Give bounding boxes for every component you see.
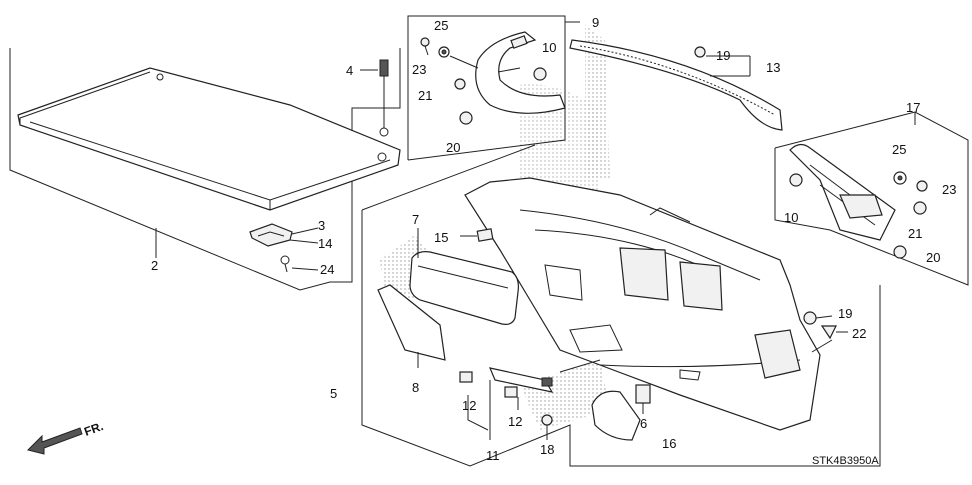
- callout-label: 17: [906, 100, 920, 115]
- callout-label: 21: [908, 226, 922, 241]
- callout-label: 16: [662, 436, 676, 451]
- callout-label: 9: [592, 15, 599, 30]
- callout-label: 14: [318, 236, 332, 251]
- callout-label: 2: [151, 258, 158, 273]
- handle-part: [459, 359, 601, 440]
- part5-group-outline: [361, 144, 881, 467]
- callout-label: 12: [462, 398, 476, 413]
- rear-garnish-strip-part: [569, 39, 783, 131]
- callout-label: 10: [784, 210, 798, 225]
- side-pillar-trim-part: [789, 143, 896, 241]
- callout-label: 22: [852, 326, 866, 341]
- screw-18-part: [541, 414, 553, 440]
- callout-label: 21: [418, 88, 432, 103]
- tray-strap-part: [360, 59, 389, 137]
- pillar-trim-part: [475, 31, 566, 114]
- callout-label: 25: [892, 142, 906, 157]
- clip-set-right: [803, 311, 848, 353]
- callout-label: 23: [942, 182, 956, 197]
- callout-label: 11: [486, 448, 500, 463]
- tray-bracket-part: [249, 223, 319, 247]
- clip-15-part: [460, 228, 494, 242]
- side-cover-part: [377, 284, 446, 368]
- front-direction-arrow-icon: [27, 427, 83, 455]
- part17-group-outline: [774, 111, 969, 286]
- speaker-panel-part: [409, 228, 519, 325]
- front-direction-label: FR.: [82, 419, 105, 439]
- callout-labels: 2 3 14 24 4 9 25 10 23 21 20 19 13 17 25…: [151, 15, 956, 463]
- callout-label: 19: [838, 306, 852, 321]
- clip-set-17: [789, 171, 928, 259]
- callout-label: 6: [640, 416, 647, 431]
- callout-label: 12: [508, 414, 522, 429]
- screw-24-part: [280, 255, 319, 273]
- callout-label: 25: [434, 18, 448, 33]
- callout-label: 10: [542, 40, 556, 55]
- callout-label: 15: [434, 230, 448, 245]
- callout-label: 4: [346, 63, 353, 78]
- callout-label: 3: [318, 218, 325, 233]
- diagram-code: STK4B3950A: [812, 455, 879, 467]
- callout-label: 20: [446, 140, 460, 155]
- callout-label: 19: [716, 48, 730, 63]
- rear-tray-part: [17, 67, 401, 211]
- callout-label: 5: [330, 386, 337, 401]
- callout-label: 18: [540, 442, 554, 457]
- callout-label: 7: [412, 212, 419, 227]
- lid-cover-part: [591, 384, 651, 441]
- callout-label: 24: [320, 262, 334, 277]
- rear-panel-lining-part: [464, 177, 821, 431]
- callout-label: 20: [926, 250, 940, 265]
- callout-label: 13: [766, 60, 780, 75]
- callout-label: 8: [412, 380, 419, 395]
- part9-group-outline: [407, 15, 580, 161]
- clip-set-9: [420, 37, 547, 125]
- callout-label: 23: [412, 62, 426, 77]
- tray-group-outline: [9, 48, 401, 291]
